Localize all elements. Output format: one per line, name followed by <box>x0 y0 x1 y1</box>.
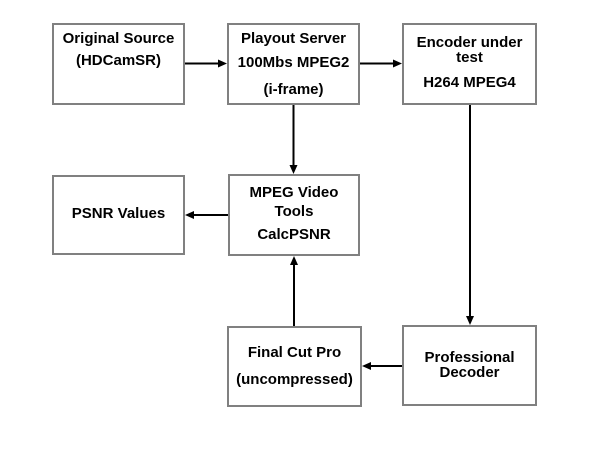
node-label-line: MPEG Video <box>249 184 339 201</box>
node-label-line: (HDCamSR) <box>75 52 161 69</box>
node-label-line: Encoder under <box>416 34 523 51</box>
node-original-source: Original Source (HDCamSR) <box>52 23 185 105</box>
node-label-line: PSNR Values <box>71 205 166 222</box>
node-label-line: Tools <box>274 203 314 220</box>
arrow-encoder-to-decoder <box>466 105 474 325</box>
node-label-line: 100Mbs MPEG2 <box>237 54 350 71</box>
node-label-line: Original Source <box>62 30 175 47</box>
node-label-line: Playout Server <box>240 30 347 47</box>
node-label-line: test <box>456 49 483 66</box>
arrow-decoder-to-finalcut <box>362 362 402 370</box>
node-encoder-under-test: Encoder under test H264 MPEG4 <box>402 23 537 105</box>
node-label-line: CalcPSNR <box>257 226 331 243</box>
node-label-line: Decoder <box>439 364 500 381</box>
node-label-line: H264 MPEG4 <box>423 74 516 91</box>
arrow-finalcut-to-mpegtools <box>290 256 298 326</box>
node-professional-decoder: Professional Decoder <box>402 325 537 406</box>
arrow-playout-to-encoder <box>360 59 402 68</box>
arrow-mpegtools-to-psnr <box>185 211 228 219</box>
node-label-line: (i-frame) <box>263 81 324 98</box>
node-label-line: (uncompressed) <box>236 371 353 388</box>
node-psnr-values: PSNR Values <box>52 175 185 255</box>
node-playout-server: Playout Server 100Mbs MPEG2 (i-frame) <box>227 23 360 105</box>
arrow-source-to-playout <box>185 59 227 68</box>
node-label-line: Professional <box>424 349 515 366</box>
node-mpeg-video-tools: MPEG Video Tools CalcPSNR <box>228 174 360 256</box>
node-label-line: Final Cut Pro <box>247 344 342 361</box>
arrow-playout-to-mpegtools <box>289 105 298 174</box>
node-final-cut-pro: Final Cut Pro (uncompressed) <box>227 326 362 407</box>
